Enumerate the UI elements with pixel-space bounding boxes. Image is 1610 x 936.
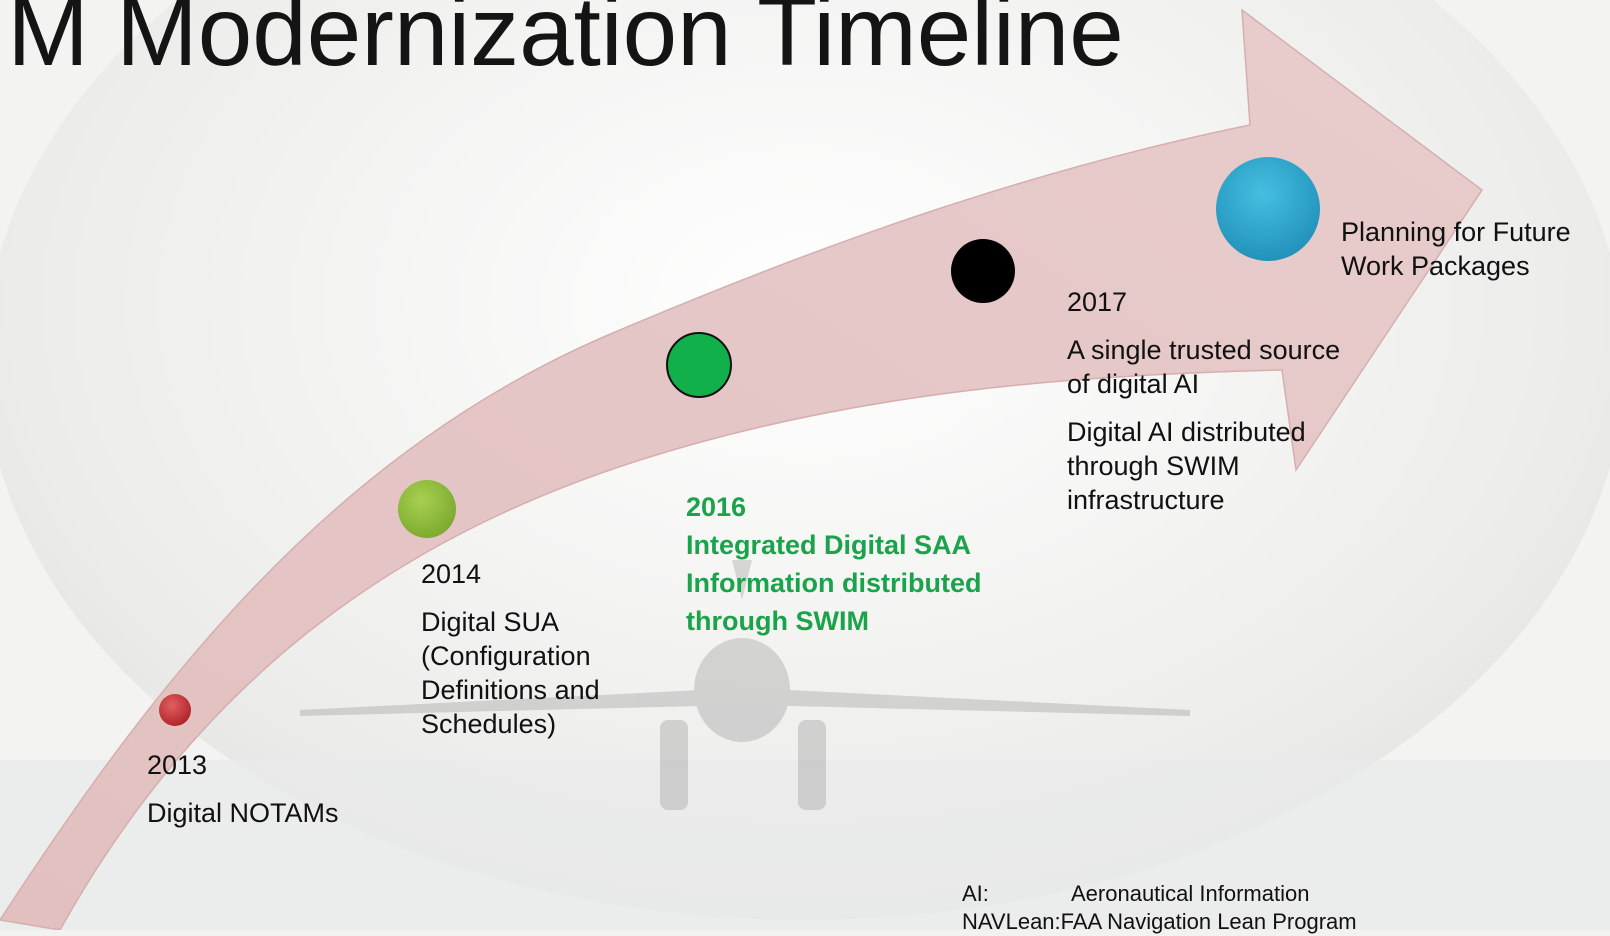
milestone-description: Planning for Future Work Packages (1341, 217, 1571, 281)
milestone-year: 2013 (147, 750, 208, 780)
milestone-description: Digital NOTAMs (147, 798, 339, 828)
glossary-definition: Aeronautical Information (1071, 881, 1310, 906)
milestone-description: Digital SUA (Configuration Definitions a… (421, 607, 600, 739)
milestone-description: Integrated Digital SAA Information distr… (686, 530, 982, 636)
runway-haze (0, 760, 1610, 930)
airplane-silhouette (300, 560, 1190, 810)
milestone-description: Digital AI distributed through SWIM infr… (1067, 417, 1306, 515)
milestone-dot-2014 (398, 480, 456, 538)
milestone-2014: 2014 Digital SUA (Configuration Definiti… (421, 557, 626, 755)
glossary-abbr: NAVLean: (962, 909, 1061, 934)
arrow-body (0, 8, 1484, 930)
milestone-description: A single trusted source of digital AI (1067, 335, 1341, 399)
milestone-2013: 2013 Digital NOTAMs (147, 748, 407, 844)
milestone-dot-future (1216, 157, 1320, 261)
milestone-dot-2013 (159, 694, 191, 726)
milestone-dot-2017 (951, 239, 1015, 303)
glossary-abbr: AI: (962, 881, 989, 906)
glossary-row: AI: Aeronautical Information (962, 880, 1357, 908)
glossary-definition: FAA Navigation Lean Program (1060, 909, 1357, 934)
milestone-2017: 2017 A single trusted source of digital … (1067, 285, 1367, 531)
glossary: AI: Aeronautical Information NAVLean: FA… (962, 880, 1357, 936)
milestone-year: 2014 (421, 559, 482, 589)
milestone-year: 2017 (1067, 287, 1128, 317)
milestone-2016: 2016 Integrated Digital SAA Information … (686, 488, 1011, 640)
glossary-row: NAVLean: FAA Navigation Lean Program (962, 908, 1357, 936)
milestone-future: Planning for Future Work Packages (1341, 215, 1603, 297)
slide-title: IM Modernization Timeline (0, 0, 1124, 86)
milestone-dot-2016 (666, 332, 732, 398)
milestone-year: 2016 (686, 492, 747, 522)
